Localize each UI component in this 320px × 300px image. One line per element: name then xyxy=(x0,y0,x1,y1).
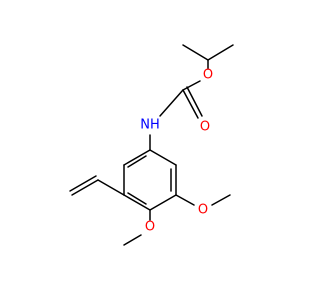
bond-ring-1 xyxy=(149,149,177,166)
bond-methoxy-right-ch3 xyxy=(211,194,231,206)
bond-ring-inner-2 xyxy=(127,192,147,205)
bond-ring-6 xyxy=(123,149,151,166)
bond-ring-inner-3 xyxy=(127,155,147,168)
bond-vinyl-double-b xyxy=(69,175,97,192)
bond-vinyl-double-a xyxy=(71,179,99,196)
atom-o-methoxy-bottom-label: O xyxy=(145,220,155,235)
bond-isopropyl-left xyxy=(182,44,209,61)
bond-methoxy-bottom-ch3 xyxy=(123,234,142,246)
bond-carbonyl-nh xyxy=(159,89,184,117)
bond-carbonyl-double-a xyxy=(182,89,199,119)
bond-ring-4 xyxy=(123,194,151,211)
atom-o-methoxy-right-label: O xyxy=(198,203,208,218)
bond-ring-vinyl xyxy=(97,179,125,196)
molecule-structure: NH O O O O xyxy=(69,44,234,246)
bond-isopropyl-right xyxy=(207,44,234,61)
bond-ring-methoxy-right xyxy=(175,194,195,206)
atom-o-carbonyl-label: O xyxy=(200,120,210,135)
atom-o-ester-label: O xyxy=(203,68,213,83)
atom-nh-label: NH xyxy=(140,118,160,133)
atom-label-layer: NH O O O O xyxy=(140,68,213,235)
bond-ester-o-carbonyl xyxy=(182,80,201,91)
bond-ring-3 xyxy=(149,194,177,211)
bond-carbonyl-double-b xyxy=(186,86,203,117)
bond-layer xyxy=(69,44,234,246)
